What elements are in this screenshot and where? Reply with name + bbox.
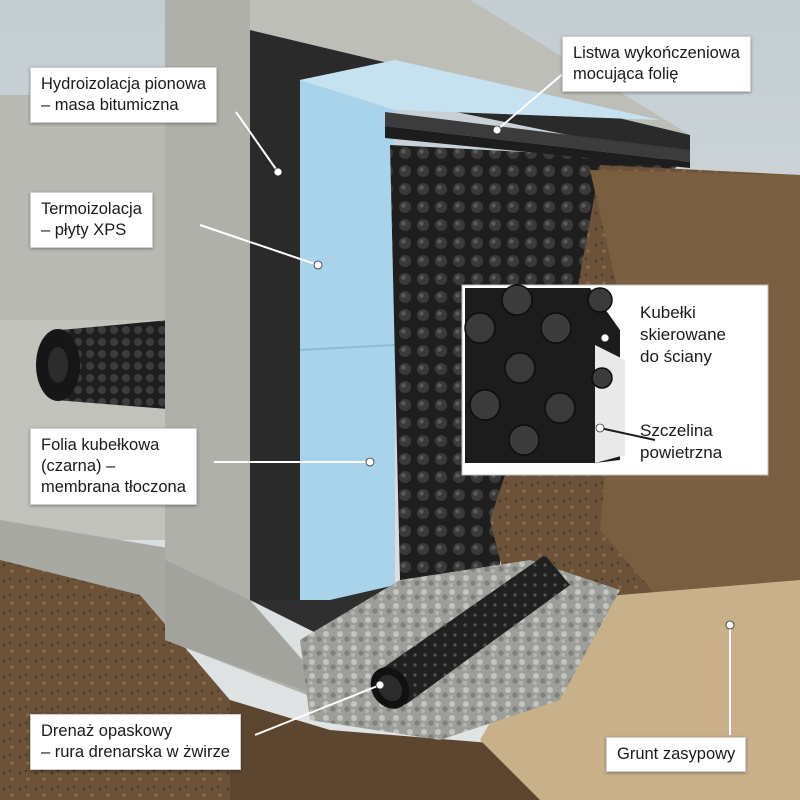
leader-lines xyxy=(199,65,731,736)
label-line: – masa bitumiczna xyxy=(41,96,179,114)
leader-dots xyxy=(273,125,735,690)
xps-top xyxy=(300,60,660,120)
leader-thermal-insulation xyxy=(199,224,319,266)
leader-inset-airgap xyxy=(599,427,656,441)
label-line: Drenaż opaskowy xyxy=(41,722,173,740)
label-dimpled-membrane: Folia kubełkowa (czarna) – membrana tłoc… xyxy=(30,428,197,505)
label-vertical-waterproofing: Hydroizolacja pionowa – masa bitumiczna xyxy=(30,67,218,123)
label-line: Hydroizolacja pionowa xyxy=(41,75,207,93)
label-drainage: Drenaż opaskowy – rura drenarska w żwirz… xyxy=(30,714,241,770)
label-line: membrana tłoczona xyxy=(41,478,186,496)
inset-label-air-gap: Szczelina powietrzna xyxy=(640,420,722,464)
xps-boards xyxy=(300,60,395,600)
leader-drainage xyxy=(254,684,381,736)
label-line: mocująca folię xyxy=(573,65,679,83)
drainage-pipe xyxy=(370,555,570,709)
label-line: Termoizolacja xyxy=(41,200,142,218)
trim-strip-shape xyxy=(385,112,690,162)
footing xyxy=(165,560,330,700)
label-line: Szczelina xyxy=(640,421,713,440)
leader-vertical-waterproofing xyxy=(235,111,279,173)
label-line: (czarna) – xyxy=(41,457,116,475)
label-line: powietrzna xyxy=(640,443,723,462)
label-line: skierowane xyxy=(640,325,726,344)
label-line: – rura drenarska w żwirze xyxy=(41,743,230,761)
label-line: – płyty XPS xyxy=(41,221,127,239)
leader-trim-strip xyxy=(496,65,573,131)
bitumen-layer xyxy=(250,30,690,600)
label-backfill: Grunt zasypowy xyxy=(606,737,747,772)
concrete-wall-front xyxy=(165,0,320,700)
inset-detail xyxy=(461,284,769,476)
label-line: Grunt zasypowy xyxy=(617,745,736,763)
label-thermal-insulation: Termoizolacja – płyty XPS xyxy=(30,192,153,248)
xps-joint xyxy=(299,344,396,351)
label-line: Kubełki xyxy=(640,303,696,322)
label-line: Folia kubełkowa xyxy=(41,436,160,454)
label-trim-strip: Listwa wykończeniowa mocująca folię xyxy=(562,36,751,92)
label-line: Listwa wykończeniowa xyxy=(573,44,740,62)
concrete-wall-top xyxy=(250,0,690,135)
label-line: do ściany xyxy=(640,347,712,366)
membrane-roll xyxy=(36,320,180,410)
trim-strip-face xyxy=(385,126,690,168)
inset-label-dimples: Kubełki skierowane do ściany xyxy=(640,302,726,368)
